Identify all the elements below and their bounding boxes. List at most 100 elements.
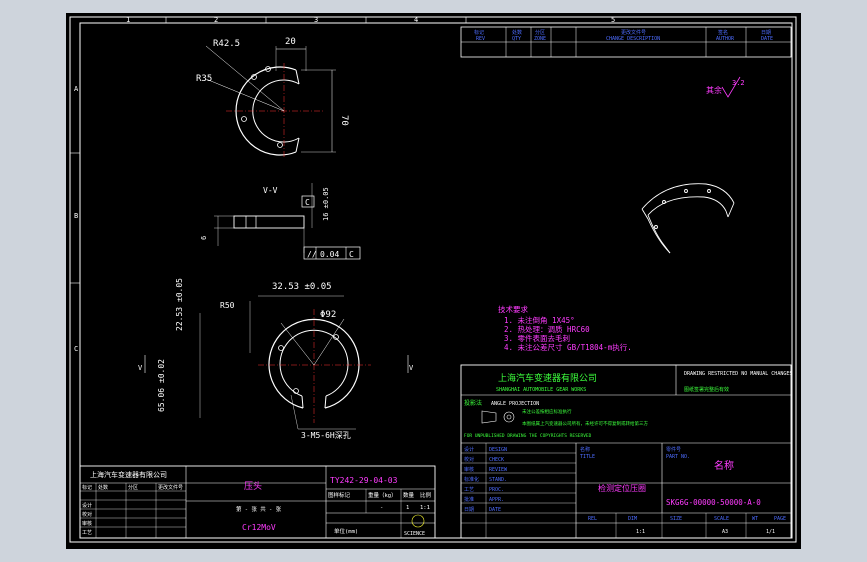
rev-head-1: 处数 — [512, 29, 522, 36]
dim-vert-1: 22.53 ±0.05 — [175, 278, 184, 331]
part-number: SKG6G-00000-50000-A-0 — [666, 498, 761, 507]
dim-dia92: Φ92 — [320, 310, 336, 320]
bottom-head-0: REL — [588, 516, 597, 522]
conf-note: 本图纸属上汽变速器公司所有，未经许可不得复制或转给第三方 — [522, 420, 648, 427]
dim-r-outer: R42.5 — [213, 39, 240, 49]
bottom-head-3: SCALE — [714, 516, 729, 522]
rev-head-2: 分区 — [535, 29, 545, 36]
sheet-border — [69, 16, 797, 543]
roughness-value: 3.2 — [732, 79, 745, 87]
restricted-note: DRAWING RESTRICTED NO MANUAL CHANGES — [684, 371, 792, 377]
title-label: 名称 — [580, 446, 590, 453]
zone-col-3: 3 — [314, 16, 318, 24]
outer-arc — [235, 66, 297, 156]
datum-c: C — [305, 198, 310, 207]
rev-head-5: 日期 — [761, 30, 771, 36]
bottom-head-2: SIZE — [670, 516, 682, 522]
title-en: TITLE — [580, 454, 595, 460]
left-col-head-1: 重量（kg） — [368, 491, 397, 499]
left-head-2: 更改文件号 — [158, 484, 183, 491]
left-material: Cr12MoV — [242, 523, 276, 532]
left-col-head-0: 图样标记 — [328, 491, 351, 499]
dim-thick-16: 16 ±0.05 — [322, 187, 330, 221]
zone-labels: 1 2 3 4 5 A B C — [74, 16, 615, 353]
sign-row-5: 批准 — [464, 496, 474, 503]
dim-r50: R50 — [220, 301, 235, 310]
bottom-view: 32.53 ±0.05 22.53 ±0.05 65.06 ±0.02 R50 … — [138, 278, 414, 440]
zone-row-b: B — [74, 212, 78, 220]
sign-row-6: 日期 — [464, 507, 474, 513]
sign-sub-3: STAND. — [489, 477, 507, 483]
zone-col-1: 1 — [126, 16, 130, 24]
zone-col-4: 4 — [414, 16, 418, 24]
left-drawing-no: TY242-29-04-03 — [330, 476, 398, 485]
dim-r-inner: R35 — [196, 74, 212, 84]
tech-line-4: 4. 未注公差尺寸 GB/T1804-m执行. — [504, 342, 632, 352]
sign-sub-2: REVIEW — [489, 467, 508, 473]
left-units: 单位(mm) — [334, 527, 358, 535]
rev-sub-0: REV — [476, 36, 485, 42]
sign-row-1: 校对 — [464, 456, 474, 463]
left-row-2: 校对 — [82, 511, 92, 518]
zone-col-2: 2 — [214, 16, 218, 24]
company-name-en: SHANGHAI AUTOMOBILE GEAR WORKS — [496, 387, 586, 393]
rev-sub-3: CHANGE DESCRIPTION — [606, 36, 660, 42]
section-view: V-V 6 16 ±0.05 C // 0.04 C — [200, 183, 361, 260]
left-head-1: 分区 — [128, 484, 138, 491]
left-row-0: 标记 — [82, 484, 92, 491]
proj-label: 投影法 — [464, 399, 482, 407]
rev-sub-1: QTY — [512, 36, 521, 42]
rev-head-0: 标记 — [474, 29, 484, 36]
sign-row-2: 审核 — [464, 466, 474, 473]
valid-note: 图纸签署完整后有效 — [684, 386, 729, 393]
sign-row-4: 工艺 — [464, 487, 474, 493]
name-right: 名称 — [714, 459, 734, 472]
bottom-head-4: WT — [752, 516, 758, 522]
roughness-symbol: 其余 3.2 — [706, 76, 745, 98]
rev-head-3: 更改文件号 — [621, 29, 646, 36]
dim-step-6: 6 — [200, 236, 208, 240]
cad-viewport[interactable]: 1 2 3 4 5 A B C 标记 处数 分区 更改文件号 签名 日期 REV… — [66, 13, 801, 549]
drawing-name: 检测定位压圈 — [598, 483, 646, 493]
rev-head-4: 签名 — [718, 29, 728, 36]
dim-height-70: 70 — [339, 115, 349, 126]
isometric-view — [641, 183, 735, 254]
bottom-head-1: DIM — [628, 516, 637, 522]
holes-note: 3-M5-6H深孔 — [301, 431, 351, 440]
top-view: R42.5 20 R35 70 — [196, 37, 349, 159]
rev-sub-2: ZONE — [534, 36, 546, 42]
sign-sub-1: CHECK — [489, 457, 504, 463]
tech-title: 技术要求 — [498, 304, 528, 314]
left-col-head-3: 比例 — [420, 491, 432, 499]
sign-sub-5: APPR. — [489, 497, 504, 503]
parallel-ref: C — [349, 250, 354, 259]
dim-width-top: 20 — [285, 37, 296, 47]
sign-sub-4: PROC. — [489, 487, 504, 493]
frame-border — [79, 22, 793, 539]
view-arrow-left: V — [138, 364, 143, 372]
left-head-0: 处数 — [98, 484, 108, 491]
left-sheet: 第 - 张 共 - 张 — [236, 505, 282, 513]
left-col-val-2: 1:1 — [420, 505, 430, 511]
proj-sub: ANGLE PROJECTION — [491, 401, 539, 407]
left-logo-icon — [411, 514, 425, 528]
zone-row-a: A — [74, 85, 79, 93]
left-row-4: 工艺 — [82, 530, 92, 536]
section-label: V-V — [263, 186, 278, 195]
left-col-val-1: 1 — [406, 505, 409, 511]
bottom-val-scale: 1:1 — [636, 529, 645, 535]
zone-row-c: C — [74, 345, 78, 353]
drawing-sheet: 1 2 3 4 5 A B C 标记 处数 分区 更改文件号 签名 日期 REV… — [69, 16, 797, 543]
revision-table: 标记 处数 分区 更改文件号 签名 日期 REV QTY ZONE CHANGE… — [460, 26, 792, 58]
part-label: 零件号 — [666, 446, 681, 453]
part-en: PART NO. — [666, 454, 690, 460]
left-company: 上海汽车变速器有限公司 — [90, 470, 167, 479]
sign-sub-0: DESIGN — [489, 447, 507, 453]
dim-vert-2: 65.06 ±0.02 — [157, 359, 166, 412]
dim-chord: 32.53 ±0.05 — [272, 282, 332, 292]
tech-requirements: 技术要求 1. 未注倒角 1X45° 2. 热处理：调质 HRC60 3. 零件… — [498, 304, 632, 352]
sign-row-0: 设计 — [464, 446, 474, 453]
tech-line-2: 2. 热处理：调质 HRC60 — [504, 324, 590, 334]
sign-row-3: 标准化 — [464, 476, 479, 483]
tol-note: 未注公差按相应标准执行 — [522, 408, 572, 415]
